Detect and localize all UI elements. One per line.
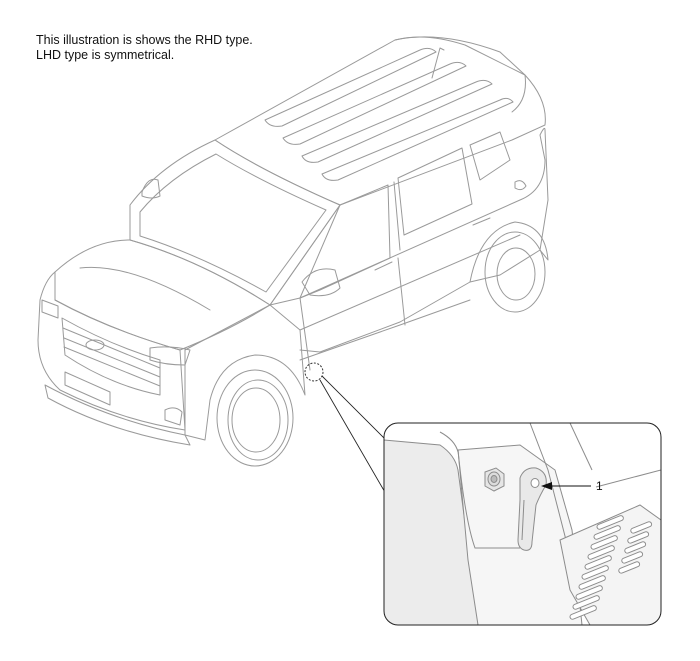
roof-rail-3 — [301, 79, 493, 163]
rocker-panel — [299, 299, 471, 361]
door-handle-front — [374, 261, 393, 271]
detail-frame — [383, 422, 662, 626]
door-handle-rear — [472, 217, 491, 226]
front-wheel-rim — [231, 387, 281, 453]
far-side-mirror — [141, 178, 161, 199]
rear-door-window — [397, 147, 473, 236]
headlight-left — [41, 299, 59, 319]
rear-wheel-arch — [469, 221, 549, 283]
door-striker-part — [517, 467, 547, 551]
windshield-inner — [139, 153, 327, 293]
front-wheel — [216, 369, 294, 467]
rear-wheel — [484, 231, 546, 313]
callout-label-1: 1 — [596, 479, 603, 493]
fog-lamp — [164, 407, 183, 426]
leader-line-upper — [321, 375, 387, 441]
callout-arrowhead — [541, 482, 552, 490]
quarter-window — [469, 131, 511, 181]
roof-spoiler — [394, 36, 526, 113]
front-door-window — [299, 184, 391, 299]
headlight — [149, 346, 191, 366]
note-line-1: This illustration is shows the RHD type. — [36, 33, 253, 47]
rear-wheel-rim — [496, 247, 536, 301]
roof-rail-4 — [321, 97, 514, 181]
roof-rail-2 — [282, 61, 467, 145]
mounting-bolt — [484, 467, 505, 492]
character-line — [299, 234, 521, 331]
detail-view — [384, 423, 661, 625]
fuel-cap — [514, 180, 527, 191]
front-tyre-inner — [227, 379, 289, 461]
suv-line-drawing — [37, 36, 549, 467]
front-fender — [184, 304, 306, 441]
illustration-note: This illustration is shows the RHD type.… — [36, 33, 253, 63]
door-line-rear — [397, 257, 406, 326]
detail-marker-circle — [304, 362, 324, 382]
front-bumper-lower — [44, 384, 191, 446]
front-fascia — [37, 271, 186, 431]
door-line-front — [299, 297, 311, 371]
side-mirror — [301, 268, 341, 297]
note-line-2: LHD type is symmetrical. — [36, 48, 175, 62]
license-plate — [64, 371, 111, 406]
brand-emblem — [85, 339, 105, 351]
roof-outline — [214, 36, 546, 206]
hood — [54, 239, 271, 351]
grille — [61, 317, 161, 396]
roof-rail-1 — [264, 47, 437, 127]
b-pillar — [393, 181, 401, 251]
hood-crease — [79, 266, 211, 311]
striker-hole — [530, 478, 540, 488]
antenna — [431, 47, 445, 79]
step-slots — [569, 515, 653, 620]
leader-line-lower — [319, 379, 387, 495]
a-pillar — [269, 204, 341, 306]
